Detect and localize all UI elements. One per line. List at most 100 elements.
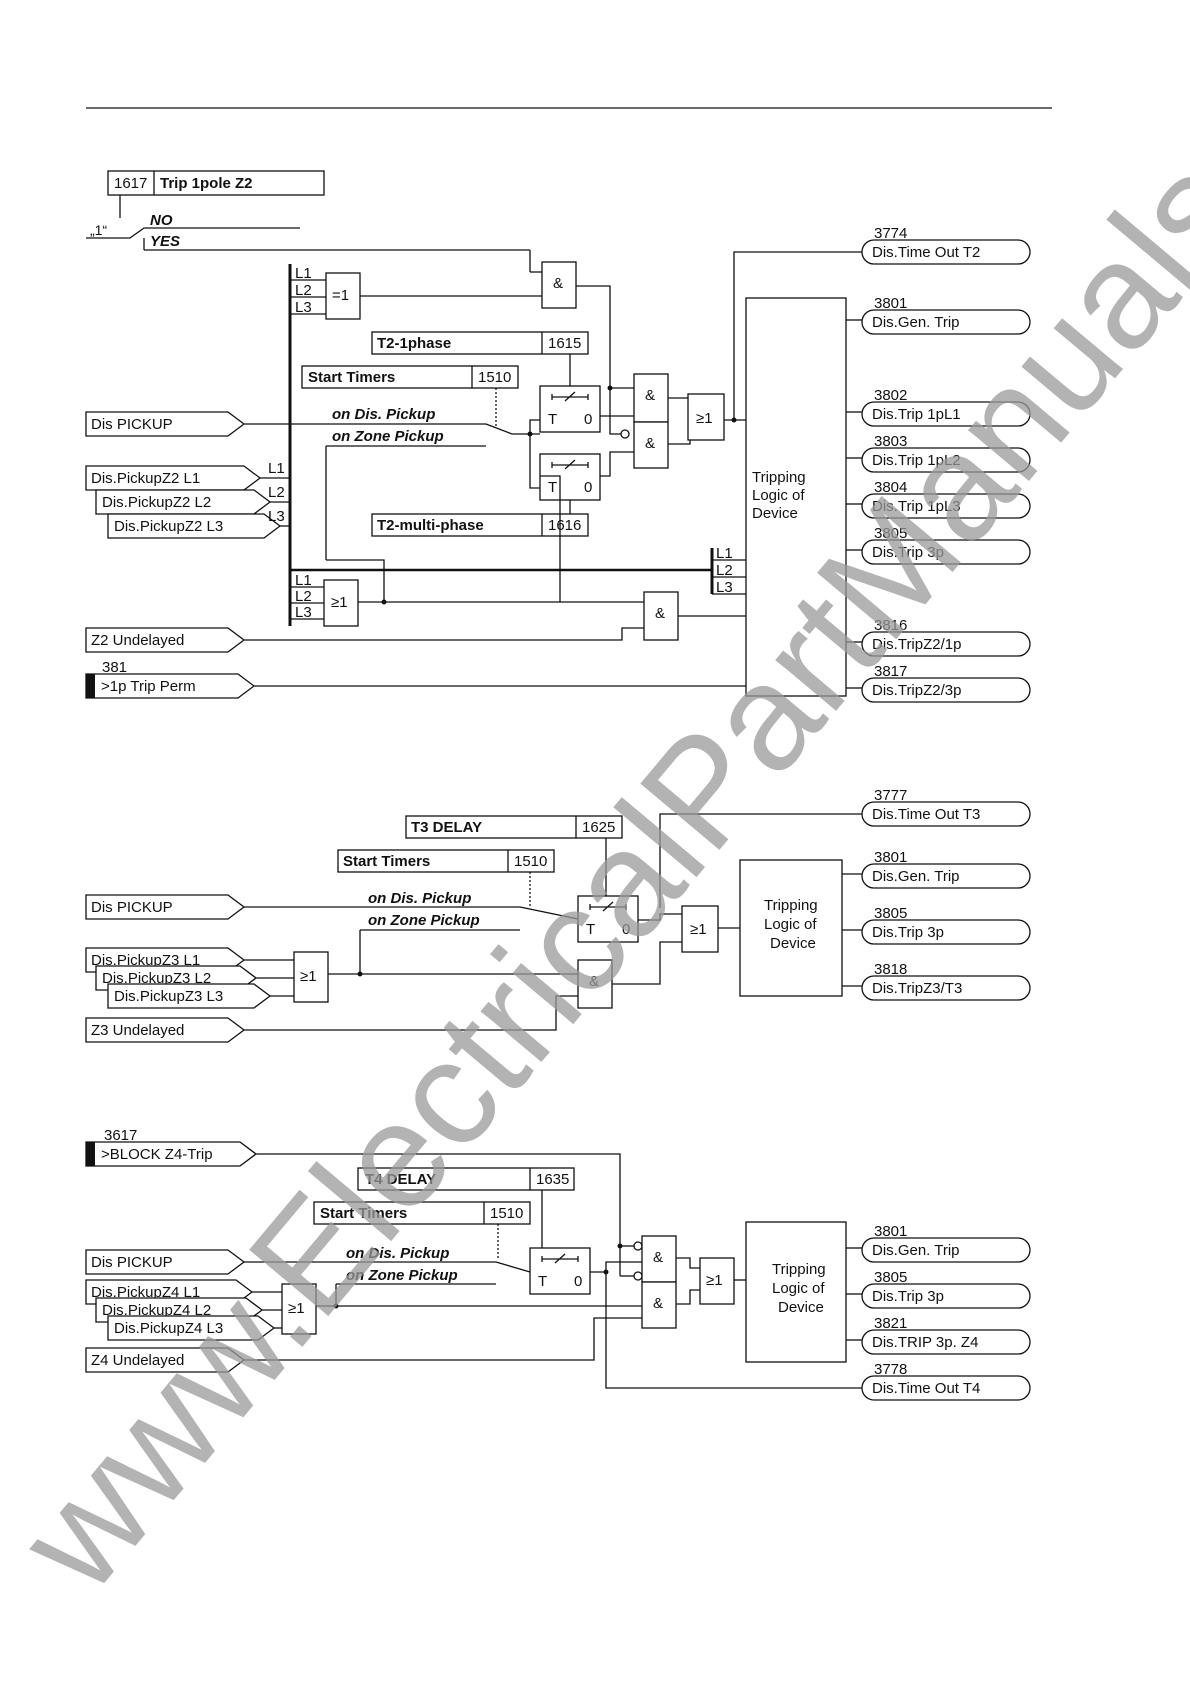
- diagram-z4: 3617 >BLOCK Z4-Trip T4 DELAY 1635 Start …: [85, 1127, 1031, 1401]
- svg-text:Dis.Trip 1pL1: Dis.Trip 1pL1: [872, 406, 961, 423]
- input-pickupz4-l2-label: Dis.PickupZ4 L2: [102, 1302, 211, 1319]
- svg-text:Dis.TripZ2/1p: Dis.TripZ2/1p: [872, 636, 961, 653]
- param-1510-z3-num: 1510: [514, 853, 547, 870]
- input-dis-pickup-label: Dis PICKUP: [91, 416, 173, 433]
- input-pickupz3-l3: [107, 983, 272, 1009]
- param-1617-label: Trip 1pole Z2: [160, 175, 253, 192]
- input-pickupz4-l1-label: Dis.PickupZ4 L1: [91, 1284, 200, 1301]
- or-bus-l3: L3: [295, 604, 312, 621]
- or-gate-t3: [681, 905, 719, 953]
- timer-t2-multi: [539, 453, 601, 501]
- output-z4-3805: 3805 Dis.Trip 3p: [861, 1269, 1031, 1309]
- and-gate-1phase-symbol: &: [645, 387, 655, 404]
- input-pickupz2-l1: [85, 465, 262, 491]
- output-3804: 3804 Dis.Trip 1pL3: [861, 479, 1031, 519]
- input-pickupz3-l2-label: Dis.PickupZ3 L2: [102, 970, 211, 987]
- input-pickupz2-l2: [95, 489, 272, 515]
- and-gate-multiphase: [633, 421, 669, 469]
- or-bus-l2: L2: [295, 588, 312, 605]
- output-3816: 3816 Dis.TripZ2/1p: [861, 617, 1031, 657]
- svg-text:Dis.Gen. Trip: Dis.Gen. Trip: [872, 314, 960, 331]
- param-1510-label: Start Timers: [308, 369, 395, 386]
- tripping-logic-z2-line3: Device: [752, 505, 798, 522]
- svg-text:3817: 3817: [874, 663, 907, 680]
- input-z4-undelayed: [85, 1347, 246, 1373]
- and-gate-undelayed: [643, 591, 679, 641]
- param-1616-box: [371, 513, 589, 537]
- svg-text:Dis.Gen. Trip: Dis.Gen. Trip: [872, 868, 960, 885]
- or-gate-t4: [699, 1257, 735, 1305]
- param-1510-z4-label: Start Timers: [320, 1205, 407, 1222]
- input-bus-l1: L1: [268, 460, 285, 477]
- or-gate-pickup: [323, 579, 359, 627]
- input-pickupz4-l3: [107, 1315, 276, 1341]
- timer-t2-multi-0: 0: [584, 479, 592, 496]
- input-pickupz3-l1-label: Dis.PickupZ3 L1: [91, 952, 200, 969]
- and-gate-undelayed-symbol: &: [655, 605, 665, 622]
- param-1625-label: T3 DELAY: [411, 819, 482, 836]
- param-1510-num: 1510: [478, 369, 511, 386]
- or-gate-t2-symbol: ≥1: [696, 410, 713, 427]
- param-1617-box: [107, 170, 325, 196]
- and-gate-1phase: [633, 373, 669, 423]
- param-1615-num: 1615: [548, 335, 581, 352]
- or-gate-z4-pickup: [281, 1283, 317, 1335]
- tripping-logic-z3-line2: Logic of: [764, 916, 817, 933]
- xor-gate: [325, 272, 361, 320]
- tripping-logic-z3-line3: Device: [770, 935, 816, 952]
- and-gate-z4-delayed-symbol: &: [653, 1249, 663, 1266]
- constant-one: „1“: [90, 222, 107, 238]
- timer-t2-1phase-0: 0: [584, 411, 592, 428]
- timer-t2-multi-t: T: [548, 479, 557, 496]
- input-bus-l3: L3: [268, 508, 285, 525]
- tripping-logic-z3-line1: Tripping: [764, 897, 818, 914]
- option-z3-dis-pickup: on Dis. Pickup: [368, 890, 471, 907]
- input-z4-dis-pickup-label: Dis PICKUP: [91, 1254, 173, 1271]
- param-1616-label: T2-multi-phase: [377, 517, 484, 534]
- output-z3-3801: 3801 Dis.Gen. Trip: [861, 849, 1031, 889]
- bus-label-l2: L2: [295, 282, 312, 299]
- param-1635-label: T4 DELAY: [365, 1171, 436, 1188]
- svg-text:3774: 3774: [874, 225, 907, 242]
- param-1510-box: [301, 365, 519, 389]
- svg-text:3821: 3821: [874, 1315, 907, 1332]
- input-pickupz2-l3: [107, 513, 282, 539]
- and-gate-z4-undelayed-symbol: &: [653, 1295, 663, 1312]
- or-gate-z4-pickup-symbol: ≥1: [288, 1300, 305, 1317]
- output-3778: 3778 Dis.Time Out T4: [861, 1361, 1031, 1401]
- param-1617-num: 1617: [114, 175, 147, 192]
- and-gate-multiphase-symbol: &: [645, 435, 655, 452]
- bus-label-l1: L1: [295, 265, 312, 282]
- timer-t4: [529, 1247, 591, 1295]
- or-bus-l1: L1: [295, 572, 312, 589]
- svg-text:3801: 3801: [874, 1223, 907, 1240]
- output-z4-3801: 3801 Dis.Gen. Trip: [861, 1223, 1031, 1263]
- trip-bus-l3: L3: [716, 579, 733, 596]
- svg-text:3802: 3802: [874, 387, 907, 404]
- or-gate-pickup-symbol: ≥1: [331, 594, 348, 611]
- timer-t3: [577, 895, 639, 943]
- svg-text:Dis.Time Out T3: Dis.Time Out T3: [872, 806, 980, 823]
- and-gate-1pole-symbol: &: [553, 275, 563, 292]
- output-3818: 3818 Dis.TripZ3/T3: [861, 961, 1031, 1001]
- param-1625-num: 1625: [582, 819, 615, 836]
- diagram-z3: T3 DELAY 1625 Start Timers 1510 Dis PICK…: [85, 787, 1031, 1043]
- param-1615-label: T2-1phase: [377, 335, 451, 352]
- input-pickupz2-l1-label: Dis.PickupZ2 L1: [91, 470, 200, 487]
- output-3817: 3817 Dis.TripZ2/3p: [861, 663, 1031, 703]
- svg-text:3804: 3804: [874, 479, 907, 496]
- output-3805: 3805 Dis.Trip 3p: [861, 525, 1031, 565]
- and-gate-1pole: [541, 261, 577, 309]
- output-3801: 3801 Dis.Gen. Trip: [861, 295, 1031, 335]
- svg-text:Dis.Trip 1pL3: Dis.Trip 1pL3: [872, 498, 961, 515]
- input-z3-undelayed: [85, 1017, 246, 1043]
- svg-text:3805: 3805: [874, 525, 907, 542]
- tripping-logic-z4-line2: Logic of: [772, 1280, 825, 1297]
- svg-text:Dis.Trip 3p: Dis.Trip 3p: [872, 544, 944, 561]
- svg-text:Dis.TRIP 3p. Z4: Dis.TRIP 3p. Z4: [872, 1334, 978, 1351]
- svg-text:3805: 3805: [874, 1269, 907, 1286]
- trip-bus-l1: L1: [716, 545, 733, 562]
- svg-text:3803: 3803: [874, 433, 907, 450]
- svg-text:Dis.Time Out T2: Dis.Time Out T2: [872, 244, 980, 261]
